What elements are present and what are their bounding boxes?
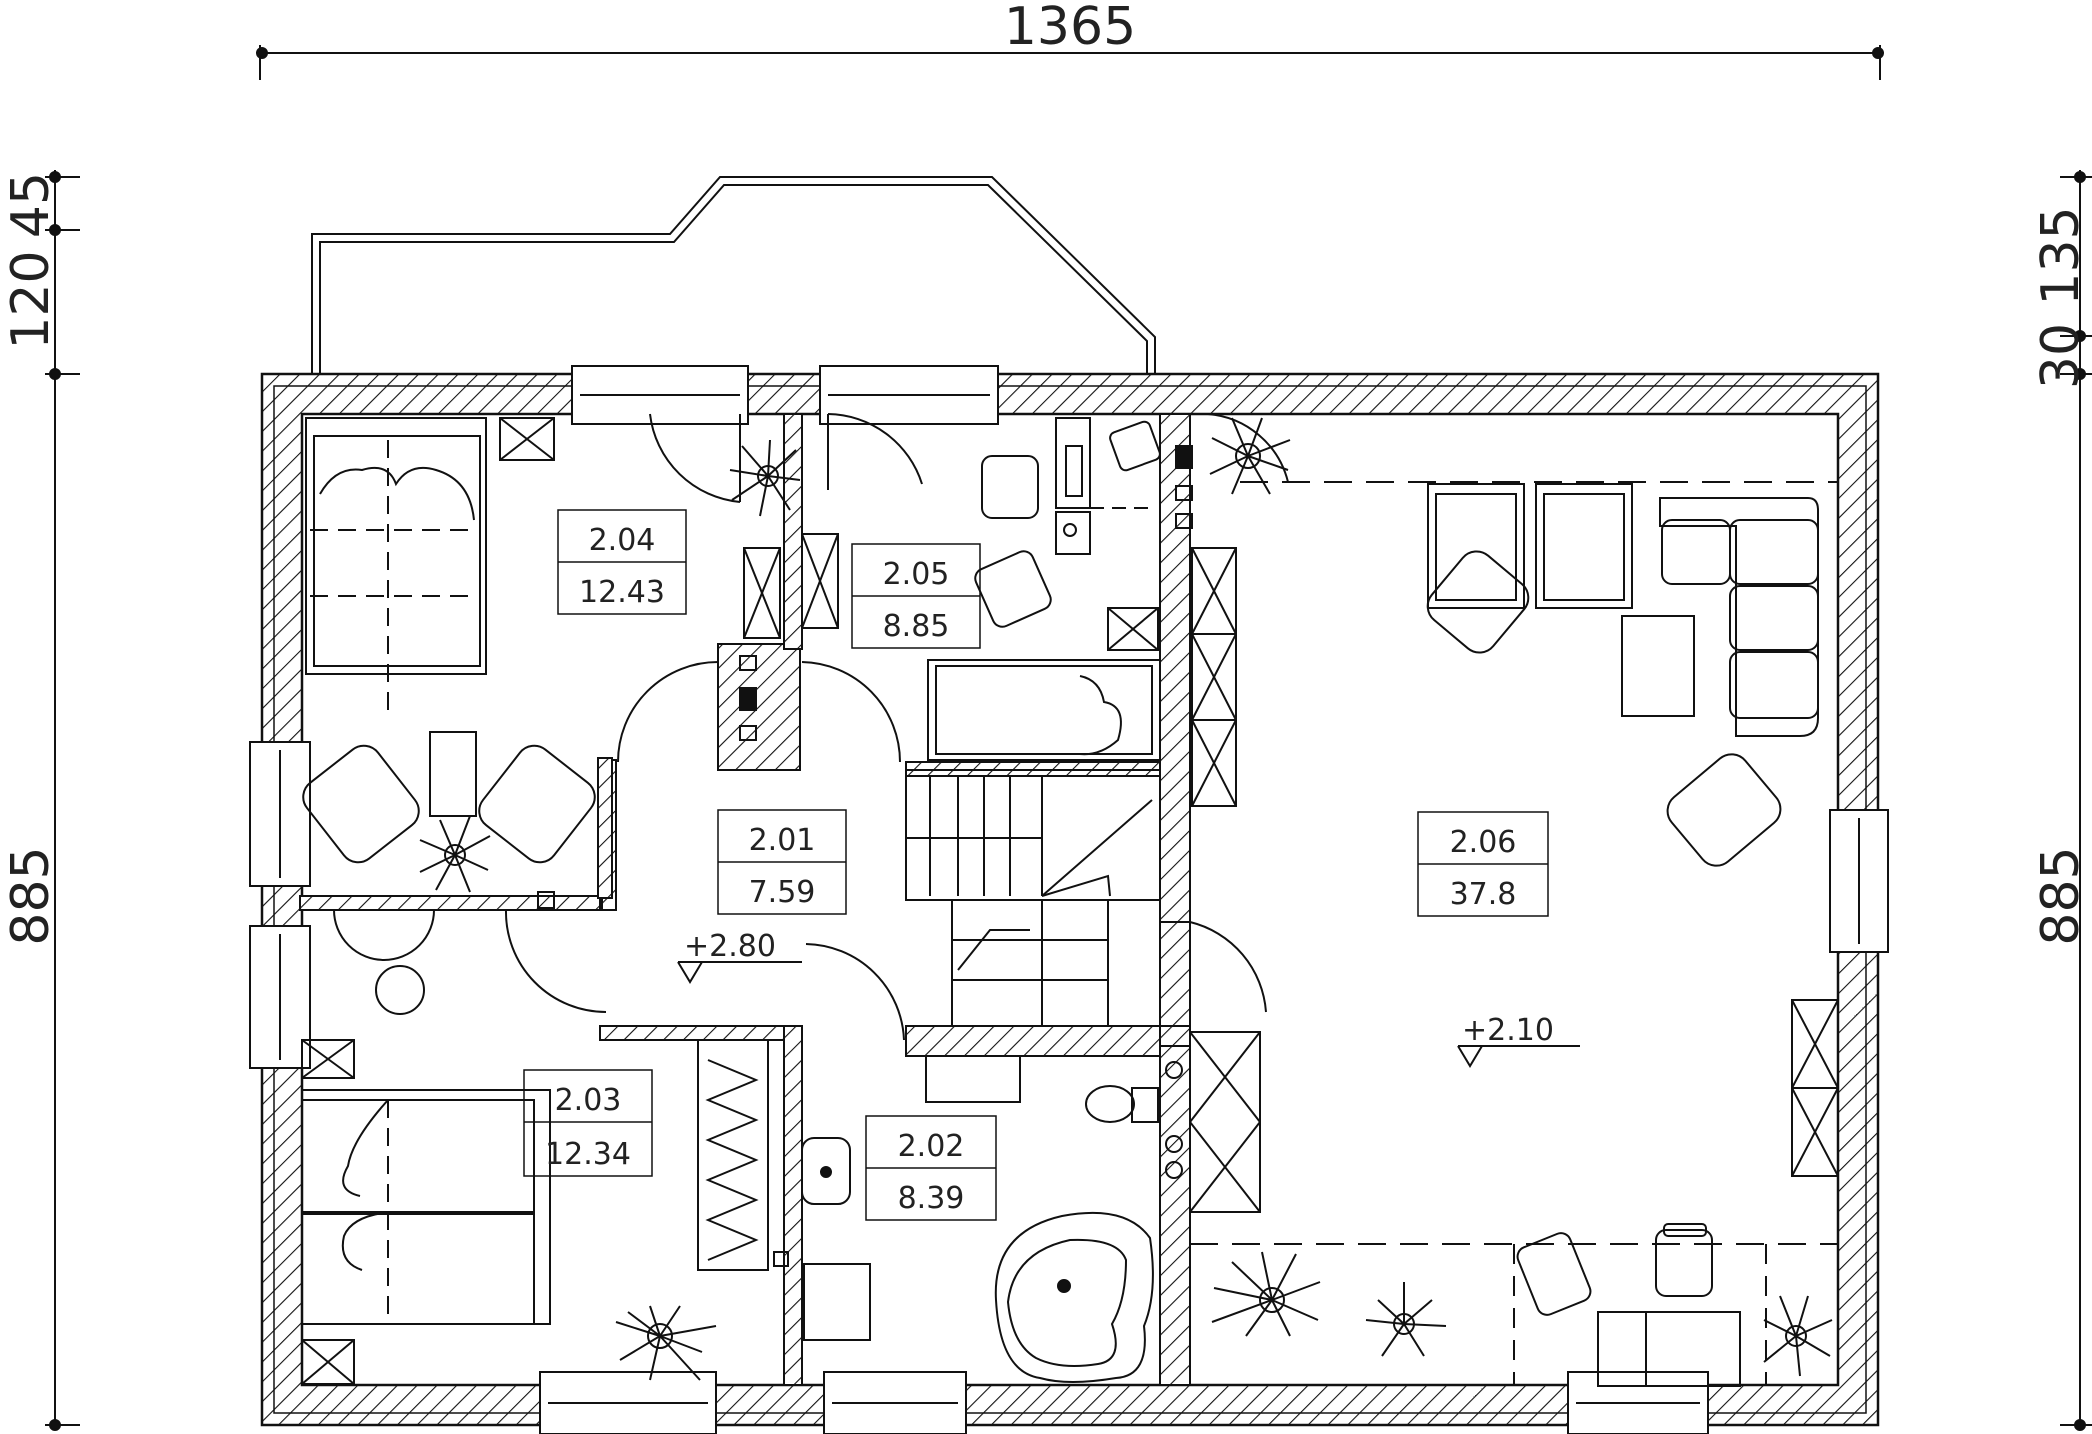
chest	[1791, 999, 1839, 1177]
level-label: +2.80	[684, 929, 776, 964]
wall-cabinet	[1189, 1031, 1261, 1213]
dim-right-main-label: 885	[2031, 846, 2091, 945]
bed-icon	[301, 1089, 551, 1325]
dim-top-label: 1365	[1004, 0, 1136, 57]
wardrobe-right	[1191, 547, 1237, 807]
dim-right-mid-label: 30	[2031, 323, 2091, 389]
desk-icon	[1055, 417, 1159, 651]
plant-icon	[615, 1305, 717, 1381]
dim-right-top-label: 135	[2031, 206, 2091, 305]
wardrobe-bottom	[697, 1039, 789, 1271]
sofa-icon	[1621, 497, 1819, 737]
room-number: 2.06	[1450, 825, 1517, 860]
room-label-boxes	[523, 509, 1549, 1221]
bed-icon	[927, 659, 1161, 761]
room-number: 2.04	[589, 523, 656, 558]
dim-left-main-label: 885	[1, 846, 61, 945]
chimney-icon	[301, 1039, 355, 1079]
room-area: 8.39	[898, 1181, 965, 1216]
room-area: 7.59	[749, 875, 816, 910]
dimension-left	[45, 170, 80, 1431]
level-label: +2.10	[1462, 1013, 1554, 1048]
room-area: 12.34	[545, 1137, 631, 1172]
dimension-right	[2060, 170, 2092, 1431]
dimension-top	[256, 45, 1884, 80]
round-table	[375, 965, 425, 1015]
room-number: 2.03	[555, 1083, 622, 1118]
room-area: 37.8	[1450, 877, 1517, 912]
room-number: 2.01	[749, 823, 816, 858]
stair-icon	[905, 769, 1161, 1027]
plant-icon	[419, 815, 491, 893]
wardrobe	[739, 533, 839, 741]
armchair-icon	[302, 731, 596, 864]
armchair-icon	[1426, 483, 1782, 867]
plant-icon	[729, 439, 801, 517]
bathtub-icon	[994, 1211, 1154, 1383]
chimney-icon	[1175, 445, 1193, 469]
plant-icon	[1209, 417, 1291, 495]
balcony-outline	[311, 176, 1156, 374]
dim-left-top-label: 45	[1, 172, 61, 238]
bed-icon	[305, 417, 487, 720]
plant-icon	[1211, 1251, 1833, 1377]
room-area: 8.85	[883, 609, 950, 644]
window-icon	[249, 365, 1889, 1434]
room-number: 2.05	[883, 557, 950, 592]
interior-walls	[299, 413, 1191, 1386]
room-area: 12.43	[579, 575, 665, 610]
level-marker	[677, 961, 1580, 1068]
dim-left-mid-label: 120	[1, 250, 61, 349]
room-number: 2.02	[898, 1129, 965, 1164]
desk-icon	[1516, 1223, 1741, 1387]
armchair-icon	[974, 420, 1161, 628]
chimney-icon	[499, 417, 555, 461]
toilet-icon	[1085, 1061, 1183, 1179]
sink-icon	[801, 1137, 851, 1205]
